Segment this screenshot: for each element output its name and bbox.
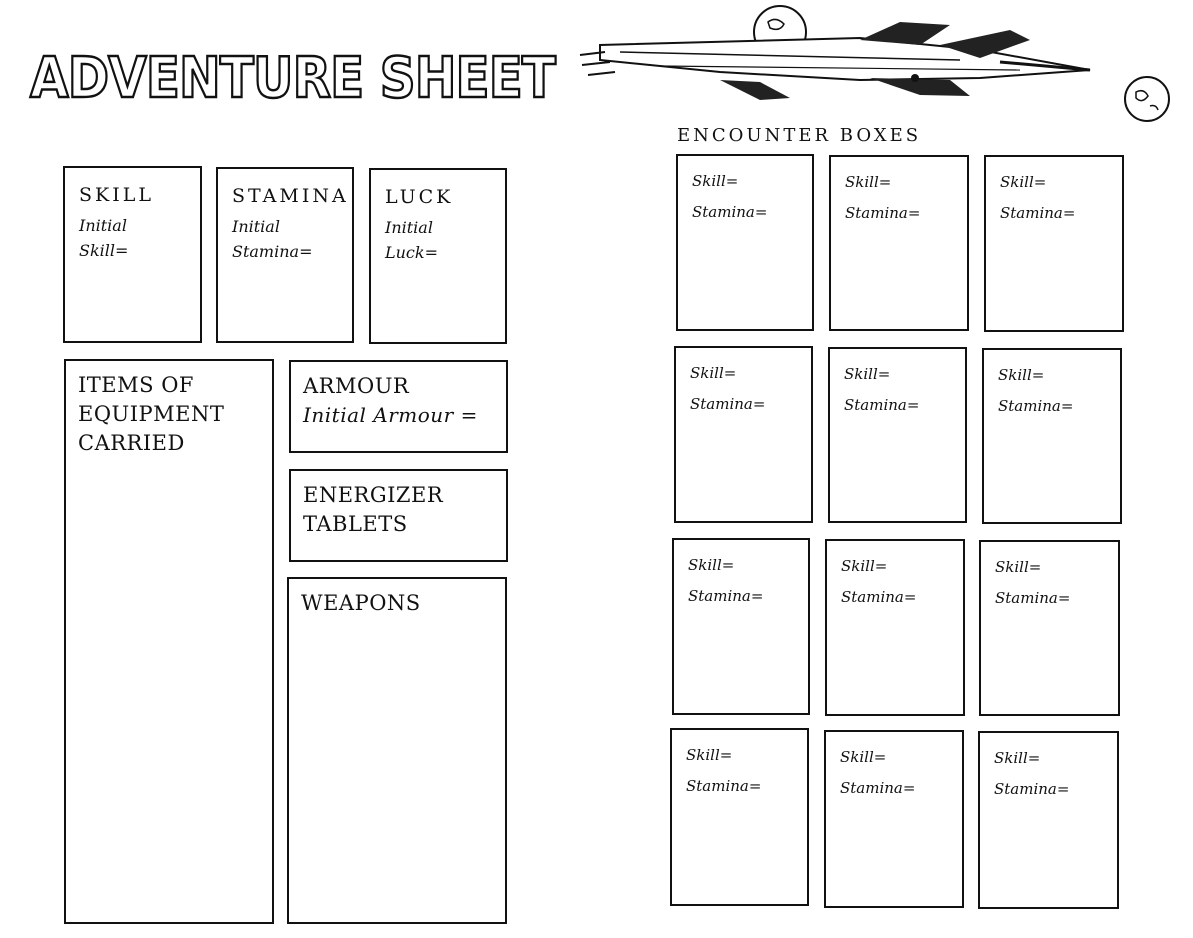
encounter-box[interactable]: Skill= Stamina= (984, 155, 1124, 332)
equipment-heading-line2: EQUIPMENT (78, 402, 225, 426)
armour-heading: ARMOUR Initial Armour = (303, 372, 478, 430)
equipment-box[interactable]: ITEMS OF EQUIPMENT CARRIED (64, 359, 274, 924)
encounter-box[interactable]: Skill= Stamina= (978, 731, 1119, 909)
energizer-heading-line1: ENERGIZER (303, 483, 444, 507)
encounter-stamina-label: Stamina= (690, 395, 766, 413)
luck-initial: Initial Luck= (385, 215, 438, 265)
stamina-heading: STAMINA (232, 185, 349, 207)
encounter-box[interactable]: Skill= Stamina= (825, 539, 965, 716)
encounter-skill-label: Skill= (844, 365, 891, 383)
skill-box[interactable]: SKILL Initial Skill= (63, 166, 202, 343)
stamina-initial: Initial Stamina= (232, 214, 312, 264)
encounter-stamina-label: Stamina= (844, 396, 920, 414)
encounter-box[interactable]: Skill= Stamina= (828, 347, 967, 523)
energizer-heading-line2: TABLETS (303, 512, 408, 536)
encounter-stamina-label: Stamina= (841, 588, 917, 606)
encounter-stamina-label: Stamina= (845, 204, 921, 222)
stamina-box[interactable]: STAMINA Initial Stamina= (216, 167, 354, 343)
luck-initial-label: Initial (385, 218, 433, 237)
luck-box[interactable]: LUCK Initial Luck= (369, 168, 507, 344)
encounter-stamina-label: Stamina= (686, 777, 762, 795)
equipment-heading-line3: CARRIED (78, 431, 185, 455)
encounter-skill-label: Skill= (686, 746, 733, 764)
skill-heading: SKILL (79, 184, 154, 206)
encounter-stamina-label: Stamina= (998, 397, 1074, 415)
encounter-skill-label: Skill= (1000, 173, 1047, 191)
stamina-initial-value-label: Stamina= (232, 242, 313, 261)
weapons-heading: WEAPONS (301, 591, 421, 615)
encounter-skill-label: Skill= (840, 748, 887, 766)
encounter-box[interactable]: Skill= Stamina= (824, 730, 964, 908)
encounter-box[interactable]: Skill= Stamina= (676, 154, 814, 331)
encounter-skill-label: Skill= (998, 366, 1045, 384)
encounter-stamina-label: Stamina= (692, 203, 768, 221)
encounter-skill-label: Skill= (692, 172, 739, 190)
encounter-box[interactable]: Skill= Stamina= (674, 346, 813, 523)
equipment-heading-line1: ITEMS OF (78, 373, 194, 397)
encounter-skill-label: Skill= (994, 749, 1041, 767)
armour-box[interactable]: ARMOUR Initial Armour = (289, 360, 508, 453)
luck-heading: LUCK (385, 186, 454, 208)
stamina-initial-label: Initial (232, 217, 280, 236)
encounter-stamina-label: Stamina= (994, 780, 1070, 798)
energizer-heading: ENERGIZER TABLETS (303, 481, 443, 539)
luck-initial-value-label: Luck= (385, 243, 438, 262)
spaceship-illustration (579, 5, 1091, 100)
title-text: ADVENTURE SHEET (30, 46, 556, 110)
encounter-stamina-label: Stamina= (1000, 204, 1076, 222)
armour-label: ARMOUR (303, 374, 410, 398)
encounter-skill-label: Skill= (690, 364, 737, 382)
skill-initial-value-label: Skill= (79, 241, 129, 260)
encounter-stamina-label: Stamina= (840, 779, 916, 797)
encounter-skill-label: Skill= (845, 173, 892, 191)
encounter-skill-label: Skill= (995, 558, 1042, 576)
equipment-heading: ITEMS OF EQUIPMENT CARRIED (78, 371, 224, 458)
skill-initial-label: Initial (79, 216, 127, 235)
encounter-skill-label: Skill= (688, 556, 735, 574)
encounter-box[interactable]: Skill= Stamina= (672, 538, 810, 715)
adventure-sheet-title: ADVENTURE SHEET (29, 45, 558, 110)
encounter-stamina-label: Stamina= (688, 587, 764, 605)
encounter-box[interactable]: Skill= Stamina= (979, 540, 1120, 716)
encounter-stamina-label: Stamina= (995, 589, 1071, 607)
weapons-box[interactable]: WEAPONS (287, 577, 507, 924)
planet-icon (1124, 76, 1170, 122)
encounter-box[interactable]: Skill= Stamina= (829, 155, 969, 331)
encounter-skill-label: Skill= (841, 557, 888, 575)
encounter-box[interactable]: Skill= Stamina= (982, 348, 1122, 524)
skill-initial: Initial Skill= (79, 213, 128, 263)
armour-initial-label: Initial Armour = (303, 403, 478, 427)
energizer-box[interactable]: ENERGIZER TABLETS (289, 469, 508, 562)
encounter-box[interactable]: Skill= Stamina= (670, 728, 809, 906)
encounter-boxes-heading: ENCOUNTER BOXES (677, 125, 922, 146)
